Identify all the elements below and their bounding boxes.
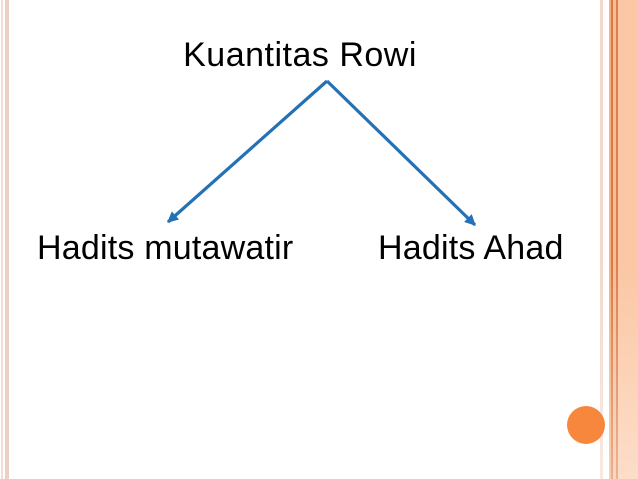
slide-title: Kuantitas Rowi: [183, 36, 417, 74]
left-child-label: Hadits mutawatir: [37, 229, 294, 267]
right-border-stripes: [600, 0, 638, 479]
right-child-label: Hadits Ahad: [378, 229, 564, 267]
slide-number-circle: [567, 406, 605, 444]
arrow-to-right-child: [325, 79, 477, 227]
arrow-to-left-child: [166, 79, 329, 224]
left-border-stripes: [0, 0, 10, 479]
